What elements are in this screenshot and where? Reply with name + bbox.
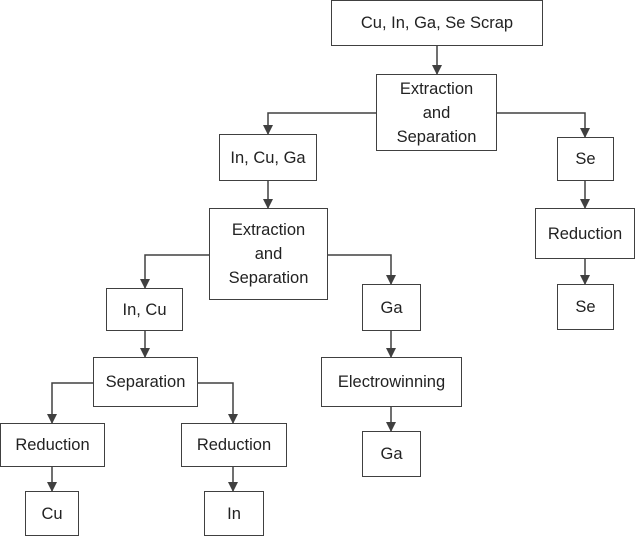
in-cu-ga-node: In, Cu, Ga: [219, 134, 317, 181]
extraction-separation-node-1: Extraction and Separation: [376, 74, 497, 151]
separation-node: Separation: [93, 357, 198, 407]
arrow-extraction-1-to-in-cu-ga: [263, 112, 376, 135]
arrow-extraction-1-to-se-1: [497, 112, 590, 138]
arrow-separation-to-reduction-in: [198, 382, 238, 424]
in-node: In: [204, 491, 264, 536]
cu-node: Cu: [25, 491, 79, 536]
reduction-se-node: Reduction: [535, 208, 635, 259]
reduction-cu-node: Reduction: [0, 423, 105, 467]
se-node-1: Se: [557, 137, 614, 181]
in-cu-node: In, Cu: [106, 288, 183, 331]
arrow-separation-to-reduction-cu: [47, 382, 93, 424]
extraction-separation-node-2: Extraction and Separation: [209, 208, 328, 300]
ga-node-2: Ga: [362, 431, 421, 477]
arrow-extraction-2-to-in-cu: [140, 254, 209, 289]
se-node-2: Se: [557, 284, 614, 330]
reduction-in-node: Reduction: [181, 423, 287, 467]
ga-node-1: Ga: [362, 284, 421, 331]
scrap-node: Cu, In, Ga, Se Scrap: [331, 0, 543, 46]
arrow-extraction-2-to-ga-1: [328, 254, 396, 285]
electrowinning-node: Electrowinning: [321, 357, 462, 407]
